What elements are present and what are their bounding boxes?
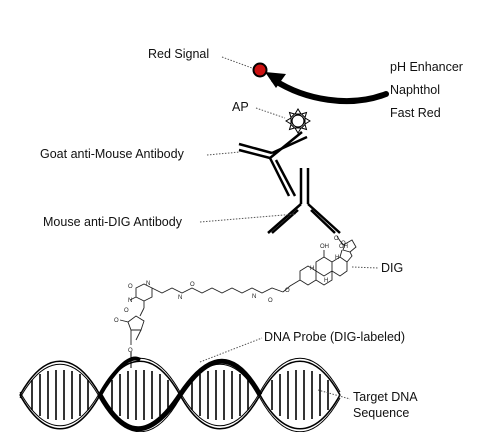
dna-probe-leader — [199, 337, 263, 363]
dig-leader — [351, 266, 379, 269]
red-signal-label: Red Signal — [148, 47, 210, 61]
fast-red-label: Fast Red — [390, 106, 441, 120]
svg-text:O: O — [124, 308, 129, 314]
dig-label: DIG — [381, 261, 404, 275]
svg-text:O: O — [268, 298, 273, 304]
red-signal-leader — [221, 56, 253, 69]
svg-text:N: N — [178, 295, 182, 301]
svg-text:H: H — [335, 255, 339, 261]
svg-text:OH: OH — [320, 244, 329, 250]
reaction-arrow — [271, 77, 389, 105]
svg-text:N: N — [146, 281, 150, 287]
target-dna-label-line1: Target DNA — [353, 390, 418, 404]
ph-enhancer-label: pH Enhancer — [390, 60, 463, 74]
svg-text:H: H — [310, 266, 314, 272]
svg-text:H: H — [324, 278, 328, 284]
red-signal-dot — [252, 62, 268, 78]
svg-text:N: N — [128, 298, 132, 304]
svg-text:O: O — [128, 284, 133, 290]
svg-text:N: N — [252, 294, 256, 300]
svg-text:O: O — [190, 282, 195, 288]
mouse-antibody-label: Mouse anti-DIG Antibody — [43, 215, 182, 229]
naphthol-label: Naphthol — [390, 83, 441, 97]
goat-antibody-label: Goat anti-Mouse Antibody — [40, 147, 184, 161]
dna-probe-label: DNA Probe (DIG-labeled) — [264, 330, 406, 344]
dig-nucleotide-structure — [119, 235, 357, 345]
ap-leader — [255, 107, 286, 119]
mouse-antibody-shape — [267, 168, 341, 234]
svg-text:OH: OH — [339, 244, 348, 250]
dig-structure-atoms: O O OH OH H H H O O N O N N O N O O O — [114, 236, 348, 354]
ap-label: AP — [232, 100, 249, 114]
svg-text:O: O — [285, 288, 290, 294]
target-dna-label-line2: Sequence — [353, 406, 410, 420]
svg-text:O: O — [114, 318, 119, 324]
dna-probe-strand-2 — [98, 356, 142, 396]
ap-enzyme-icon — [285, 108, 311, 134]
svg-text:O: O — [334, 236, 339, 242]
goat-antibody-shape — [238, 131, 308, 197]
target-dna-leader — [317, 389, 351, 400]
mouse-antibody-leader — [199, 213, 297, 223]
dna-probe-strand — [97, 358, 263, 432]
reaction-arrowhead — [265, 72, 286, 88]
dna-base-pairs — [31, 370, 329, 420]
svg-text:O: O — [128, 348, 133, 354]
goat-antibody-leader — [206, 151, 241, 156]
svg-text:O: O — [341, 241, 346, 247]
